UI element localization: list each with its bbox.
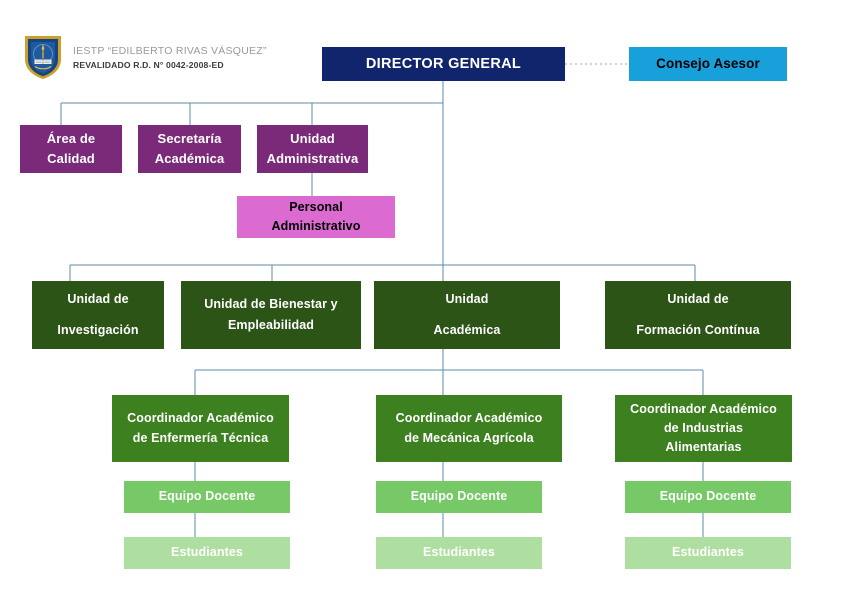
node-line: Académica xyxy=(154,151,225,166)
node-secretaria-academica[interactable]: Secretaría Académica xyxy=(138,125,241,173)
node-coordinador-industrias-alimentarias[interactable]: Coordinador Académico de Industrias Alim… xyxy=(615,395,792,462)
node-line: Estudiantes xyxy=(171,545,243,560)
node-coordinador-enfermeria-tecnica[interactable]: Coordinador Académico de Enfermería Técn… xyxy=(112,395,289,462)
node-line: Formación Contínua xyxy=(636,323,760,337)
node-line: Investigación xyxy=(57,323,139,337)
node-line: Consejo Asesor xyxy=(656,55,760,71)
node-line: Estudiantes xyxy=(423,545,495,560)
node-area-de-calidad[interactable]: Área de Calidad xyxy=(20,125,122,173)
institution-name: IESTP “EDILBERTO RIVAS VÁSQUEZ” xyxy=(73,44,267,57)
institution-shield-icon xyxy=(25,36,61,79)
node-line: Unidad de xyxy=(67,291,129,306)
node-equipo-docente-industrias[interactable]: Equipo Docente xyxy=(625,481,791,513)
node-unidad-de-investigacion[interactable]: Unidad de Investigación xyxy=(32,281,164,349)
node-line: Coordinador Académico xyxy=(127,411,274,426)
node-equipo-docente-mecanica[interactable]: Equipo Docente xyxy=(376,481,542,513)
node-line: Unidad xyxy=(290,130,335,146)
node-unidad-administrativa[interactable]: Unidad Administrativa xyxy=(257,125,368,173)
institution-accreditation: REVALIDADO R.D. N° 0042-2008-ED xyxy=(73,59,224,70)
institution-brand: IESTP “EDILBERTO RIVAS VÁSQUEZ” REVALIDA… xyxy=(22,33,267,81)
node-line: Empleabilidad xyxy=(227,318,315,332)
node-line: Unidad de xyxy=(667,291,729,306)
node-line: Alimentarias xyxy=(665,439,742,454)
node-unidad-de-formacion-continua[interactable]: Unidad de Formación Contínua xyxy=(605,281,791,349)
node-line: de Enfermería Técnica xyxy=(132,430,269,445)
node-estudiantes-industrias[interactable]: Estudiantes xyxy=(625,537,791,569)
node-line: Administrativo xyxy=(271,219,361,233)
node-personal-administrativo[interactable]: Personal Administrativo xyxy=(237,196,395,238)
node-line: Secretaría xyxy=(157,130,222,146)
node-line: Área de xyxy=(46,130,96,146)
node-line: de Industrias xyxy=(663,421,744,436)
node-line: Equipo Docente xyxy=(659,489,757,504)
node-unidad-de-bienestar-y-empleabilidad[interactable]: Unidad de Bienestar y Empleabilidad xyxy=(181,281,361,349)
node-line: DIRECTOR GENERAL xyxy=(365,55,522,72)
node-line: Equipo Docente xyxy=(410,489,508,504)
node-line: Unidad de Bienestar y xyxy=(204,296,338,311)
institution-name-block: IESTP “EDILBERTO RIVAS VÁSQUEZ” REVALIDA… xyxy=(73,45,267,70)
node-line: Equipo Docente xyxy=(158,489,256,504)
node-director-general[interactable]: DIRECTOR GENERAL xyxy=(322,47,565,81)
node-line: de Mecánica Agrícola xyxy=(404,430,534,445)
node-line: Administrativa xyxy=(266,151,359,166)
node-estudiantes-enfermeria[interactable]: Estudiantes xyxy=(124,537,290,569)
node-line: Estudiantes xyxy=(672,545,744,560)
node-unidad-academica[interactable]: Unidad Académica xyxy=(374,281,560,349)
node-line: Unidad xyxy=(445,291,489,306)
node-consejo-asesor[interactable]: Consejo Asesor xyxy=(629,47,787,81)
node-line: Personal xyxy=(289,199,343,214)
node-line: Coordinador Académico xyxy=(395,411,543,426)
node-coordinador-mecanica-agricola[interactable]: Coordinador Académico de Mecánica Agríco… xyxy=(376,395,562,462)
node-line: Académica xyxy=(433,323,501,337)
node-line: Calidad xyxy=(47,151,95,166)
node-line: Coordinador Académico xyxy=(630,402,777,417)
node-equipo-docente-enfermeria[interactable]: Equipo Docente xyxy=(124,481,290,513)
node-estudiantes-mecanica[interactable]: Estudiantes xyxy=(376,537,542,569)
